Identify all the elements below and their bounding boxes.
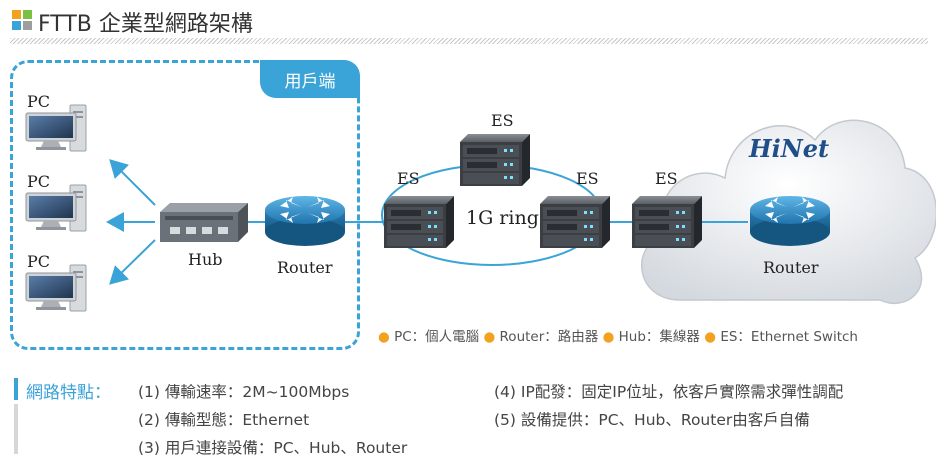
legend-item-hub: Hub：集線器 xyxy=(618,329,700,345)
title-icon xyxy=(12,10,32,30)
router-label-client: Router xyxy=(277,258,333,277)
pc-icon-2 xyxy=(25,184,87,232)
legend-dot: ● xyxy=(602,329,615,345)
es-icon-top xyxy=(460,134,530,186)
legend-dot: ● xyxy=(378,329,390,345)
legend-dot: ● xyxy=(483,329,496,345)
hub-label: Hub xyxy=(188,250,223,269)
hinet-label: HiNet xyxy=(749,134,830,163)
es-label-edge: ES xyxy=(655,169,678,188)
legend: ● PC：個人電腦 ● Router：路由器 ● Hub：集線器 ● ES：Et… xyxy=(378,325,858,345)
router-icon-hinet xyxy=(750,196,830,246)
es-icon-edge xyxy=(632,196,702,248)
client-area-label: 用戶端 xyxy=(260,60,360,98)
hub-icon xyxy=(160,203,248,242)
features-gray-bar xyxy=(14,404,18,454)
client-area-frame xyxy=(10,60,360,350)
pc-label-2: PC xyxy=(27,172,51,191)
title-divider xyxy=(10,38,928,44)
legend-item-es: ES：Ethernet Switch xyxy=(720,329,858,345)
feature-item-5: (5) 設備提供：PC、Hub、Router由客戶自備 xyxy=(494,411,810,429)
feature-item-1: (1) 傳輸速率：2M~100Mbps xyxy=(138,383,350,401)
features-accent-bar xyxy=(14,378,18,400)
legend-item-pc: PC：個人電腦 xyxy=(394,329,480,345)
legend-dot: ● xyxy=(704,329,717,345)
router-label-hinet: Router xyxy=(763,258,819,277)
pc-label-1: PC xyxy=(27,92,51,111)
feature-item-2: (2) 傳輸型態：Ethernet xyxy=(138,411,310,429)
pc-icon-1 xyxy=(25,104,87,152)
pc-icon-3 xyxy=(25,264,87,312)
features-heading: 網路特點： xyxy=(26,383,111,403)
es-label-left: ES xyxy=(397,169,420,188)
feature-item-3: (3) 用戶連接設備：PC、Hub、Router xyxy=(138,439,408,457)
page-title: FTTB 企業型網路架構 xyxy=(38,12,253,37)
legend-item-router: Router：路由器 xyxy=(499,329,599,345)
es-label-right: ES xyxy=(576,169,599,188)
router-icon-client xyxy=(265,196,345,246)
es-icon-left xyxy=(384,196,454,248)
pc-label-3: PC xyxy=(27,252,51,271)
es-label-top: ES xyxy=(491,111,514,130)
ring-label: 1G ring xyxy=(466,207,539,229)
es-icon-right xyxy=(540,196,610,248)
feature-item-4: (4) IP配發：固定IP位址，依客戶實際需求彈性調配 xyxy=(494,383,844,401)
